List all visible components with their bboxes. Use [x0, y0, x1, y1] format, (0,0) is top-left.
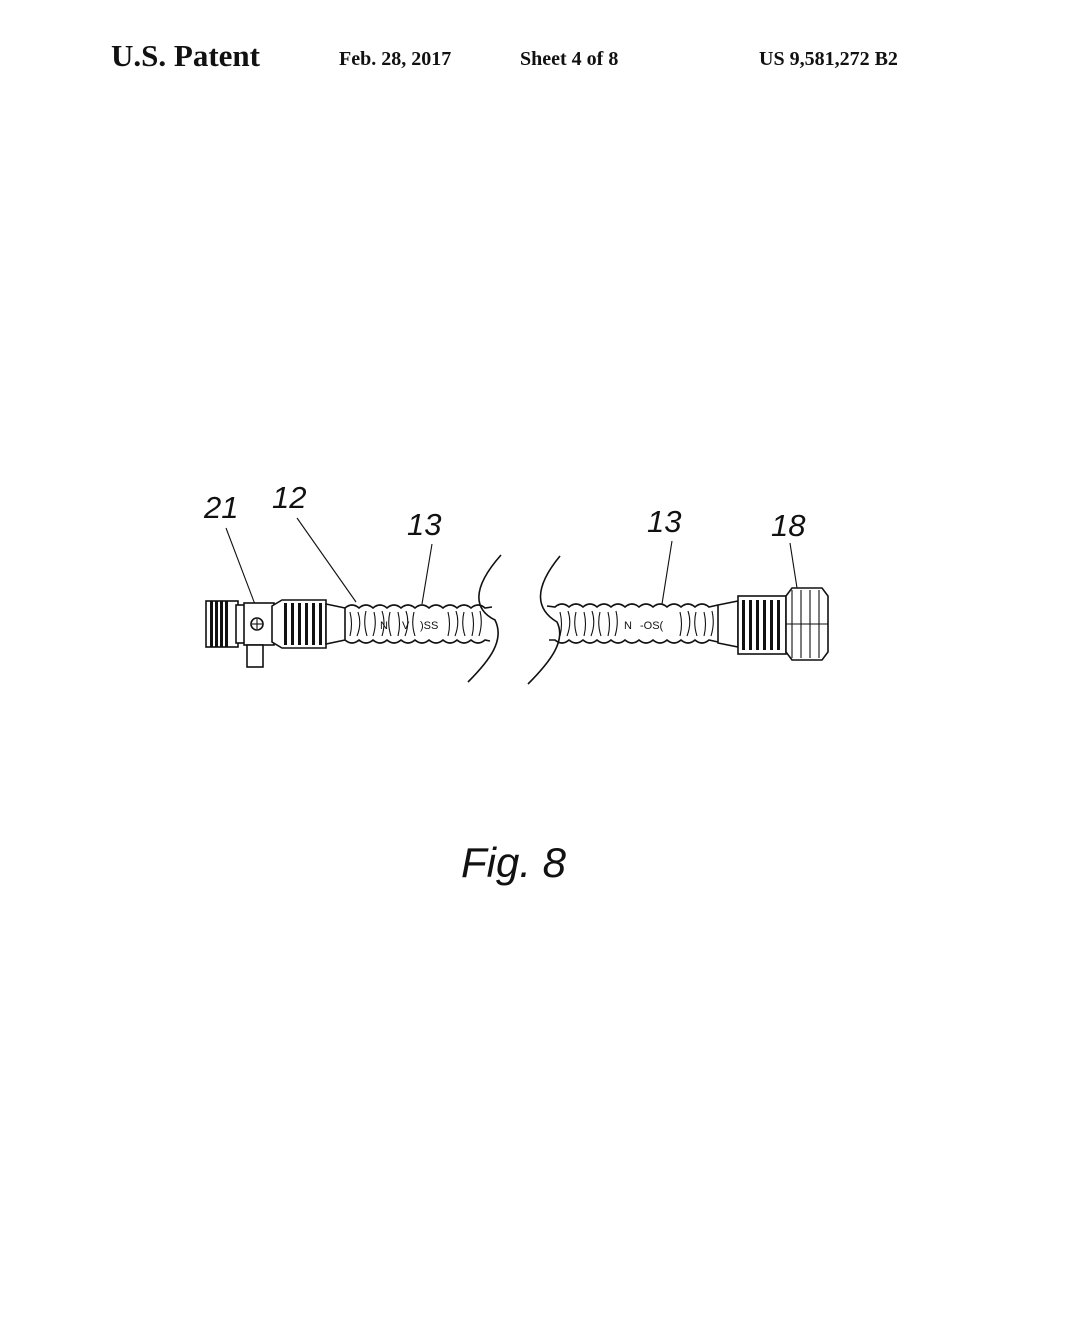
shutoff-valve: [243, 602, 275, 668]
hose-print-left-3: )SS: [420, 620, 438, 632]
right-coupling: [717, 595, 787, 655]
patent-date: Feb. 28, 2017: [339, 48, 452, 70]
patent-number: US 9,581,272 B2: [759, 48, 898, 70]
hose-print-left-2: V: [402, 620, 410, 632]
hose-print-right-2: -OS(: [640, 620, 664, 632]
break-lines: [467, 554, 561, 685]
leader-lines: [225, 517, 798, 608]
figure-caption: Fig. 8: [461, 839, 567, 886]
right-hose-section: N -OS(: [546, 603, 719, 644]
ref-label-13-left: 13: [407, 507, 441, 542]
male-connector: [205, 600, 247, 648]
hose-print-right: N: [624, 620, 632, 632]
sheet-number: Sheet 4 of 8: [520, 48, 619, 70]
patent-header-title: U.S. Patent: [111, 38, 260, 73]
ref-label-21: 21: [203, 490, 238, 525]
female-connector: [785, 587, 829, 661]
ref-label-18: 18: [771, 508, 806, 543]
hose-print-left: N: [380, 620, 388, 632]
ref-label-13-right: 13: [647, 504, 681, 539]
left-hose-section: N V )SS: [344, 604, 493, 644]
ref-label-12: 12: [272, 480, 306, 515]
left-coupling: [271, 599, 346, 649]
